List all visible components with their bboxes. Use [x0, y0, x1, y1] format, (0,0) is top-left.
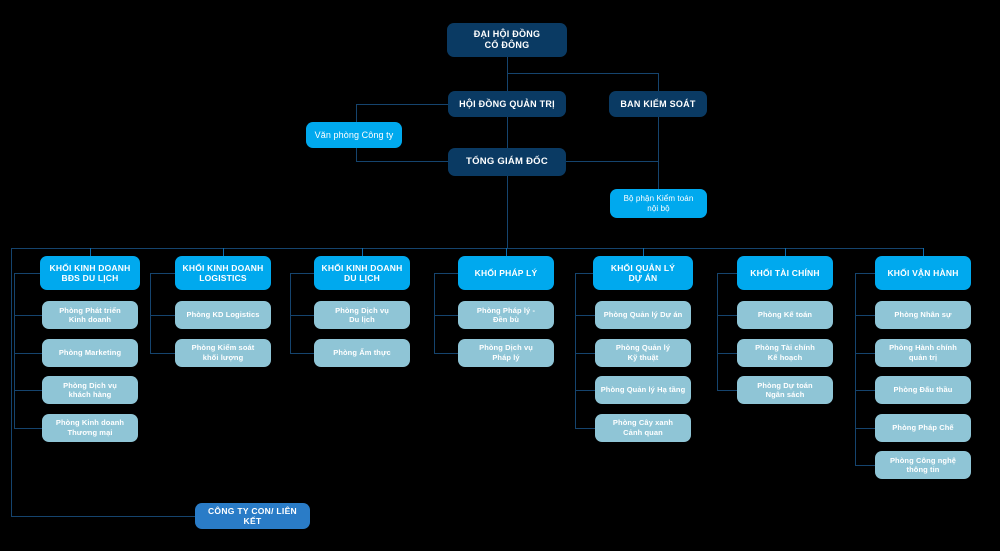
division-header-stub-5 — [717, 273, 737, 274]
division-child-4-0[interactable]: Phòng Quản lý Dự án — [595, 301, 691, 329]
division-header-0[interactable]: KHỐI KINH DOANH BĐS DU LỊCH — [40, 256, 140, 290]
division-child-1-1[interactable]: Phòng Kiểm soát khối lượng — [175, 338, 271, 367]
division-header-3[interactable]: KHỐI PHÁP LÝ — [458, 256, 554, 290]
division-child-3-1[interactable]: Phòng Dịch vụ Pháp lý — [458, 338, 554, 367]
division-header-stub-1 — [150, 273, 175, 274]
division-header-stub-3 — [434, 273, 458, 274]
division-child-6-3[interactable]: Phòng Pháp Chế — [875, 413, 971, 442]
connector-bus-drop-5 — [785, 248, 786, 257]
division-spine-1 — [150, 273, 151, 353]
child-stub-5-2 — [717, 390, 737, 391]
division-child-5-0[interactable]: Phòng Kế toán — [737, 301, 833, 329]
division-header-6[interactable]: KHỐI VẬN HÀNH — [875, 256, 971, 290]
connector-supervisory-to-audit — [658, 117, 659, 195]
child-stub-2-0 — [290, 315, 314, 316]
division-child-0-1[interactable]: Phòng Marketing — [42, 338, 138, 367]
division-child-0-0[interactable]: Phòng Phát triển Kinh doanh — [42, 301, 138, 329]
connector-shareholders-down — [507, 57, 508, 91]
division-child-0-3[interactable]: Phòng Kinh doanh Thương mại — [42, 413, 138, 442]
division-child-6-2[interactable]: Phòng Đấu thầu — [875, 376, 971, 404]
division-header-stub-0 — [14, 273, 40, 274]
node-board-of-directors[interactable]: HỘI ĐỒNG QUẢN TRỊ — [448, 91, 566, 117]
division-header-5[interactable]: KHỐI TÀI CHÍNH — [737, 256, 833, 290]
child-stub-3-0 — [434, 315, 458, 316]
node-supervisory-board[interactable]: BAN KIỂM SOÁT — [609, 91, 707, 117]
connector-bus-drop-6 — [923, 248, 924, 257]
node-company-office[interactable]: Văn phòng Công ty — [306, 122, 402, 148]
connector-board-to-ceo — [507, 117, 508, 148]
connector-office-to-ceo — [356, 161, 448, 162]
division-spine-4 — [575, 273, 576, 428]
connector-main-bus — [11, 248, 924, 249]
child-stub-2-1 — [290, 352, 314, 354]
child-stub-5-0 — [717, 315, 737, 316]
division-child-2-0[interactable]: Phòng Dịch vụ Du lịch — [314, 301, 410, 329]
child-stub-0-0 — [14, 315, 42, 316]
division-spine-5 — [717, 273, 718, 390]
division-child-2-1[interactable]: Phòng Ẩm thực — [314, 338, 410, 367]
division-header-1[interactable]: KHỐI KINH DOANH LOGISTICS — [175, 256, 271, 290]
child-stub-0-3 — [14, 427, 42, 429]
division-child-3-0[interactable]: Phòng Pháp lý - Đền bù — [458, 301, 554, 329]
division-header-stub-4 — [575, 273, 593, 274]
connector-supervisory-down-stub — [658, 73, 659, 91]
division-child-6-4[interactable]: Phòng Công nghệ thông tin — [875, 451, 971, 479]
division-header-stub-6 — [855, 273, 875, 274]
child-stub-4-2 — [575, 390, 595, 391]
child-stub-6-0 — [855, 315, 875, 316]
connector-bus-drop-2 — [362, 248, 363, 257]
connector-bus-drop-0 — [90, 248, 91, 257]
node-general-shareholders-meeting[interactable]: ĐẠI HỘI ĐỒNG CỔ ĐÔNG — [447, 23, 567, 57]
child-stub-0-2 — [14, 390, 42, 391]
division-child-0-2[interactable]: Phòng Dịch vụ khách hàng — [42, 376, 138, 404]
child-stub-1-0 — [150, 315, 175, 316]
connector-bus-drop-3 — [506, 248, 507, 257]
child-stub-6-3 — [855, 427, 875, 429]
division-child-6-0[interactable]: Phòng Nhân sự — [875, 301, 971, 329]
division-child-5-1[interactable]: Phòng Tài chính Kế hoạch — [737, 338, 833, 367]
node-internal-audit-department[interactable]: Bộ phận Kiểm toán nội bộ — [610, 189, 707, 218]
connector-ceo-to-supervisory-line — [566, 161, 659, 162]
division-spine-6 — [855, 273, 856, 465]
child-stub-4-3 — [575, 427, 595, 429]
connector-bus-drop-4 — [643, 248, 644, 257]
node-subsidiaries-affiliates[interactable]: CÔNG TY CON/ LIÊN KẾT — [195, 503, 310, 529]
child-stub-6-1 — [855, 352, 875, 354]
child-stub-6-2 — [855, 390, 875, 391]
child-stub-3-1 — [434, 352, 458, 354]
division-child-4-3[interactable]: Phòng Cây xanh Cảnh quan — [595, 413, 691, 442]
division-spine-3 — [434, 273, 435, 353]
division-header-4[interactable]: KHỐI QUẢN LÝ DỰ ÁN — [593, 256, 693, 290]
connector-left-trunk — [11, 248, 12, 516]
child-stub-5-1 — [717, 352, 737, 354]
division-header-2[interactable]: KHỐI KINH DOANH DU LỊCH — [314, 256, 410, 290]
child-stub-6-4 — [855, 465, 875, 466]
division-child-5-2[interactable]: Phòng Dự toán Ngân sách — [737, 376, 833, 404]
connector-bus-drop-1 — [223, 248, 224, 257]
division-child-4-1[interactable]: Phòng Quản lý Kỹ thuật — [595, 338, 691, 367]
connector-board-to-office-top — [356, 104, 448, 105]
connector-shareholders-to-supervisory — [507, 73, 659, 74]
division-child-4-2[interactable]: Phòng Quản lý Hạ tầng — [595, 376, 691, 404]
division-spine-2 — [290, 273, 291, 353]
division-child-6-1[interactable]: Phòng Hành chính quản trị — [875, 338, 971, 367]
node-ceo[interactable]: TỔNG GIÁM ĐỐC — [448, 148, 566, 176]
child-stub-4-1 — [575, 352, 595, 354]
connector-trunk-to-subsidiaries — [11, 516, 195, 517]
child-stub-1-1 — [150, 352, 175, 354]
connector-ceo-to-bus — [507, 176, 508, 249]
child-stub-4-0 — [575, 315, 595, 316]
division-header-stub-2 — [290, 273, 314, 274]
child-stub-0-1 — [14, 352, 42, 354]
division-spine-0 — [14, 273, 15, 428]
division-child-1-0[interactable]: Phòng KD Logistics — [175, 301, 271, 329]
